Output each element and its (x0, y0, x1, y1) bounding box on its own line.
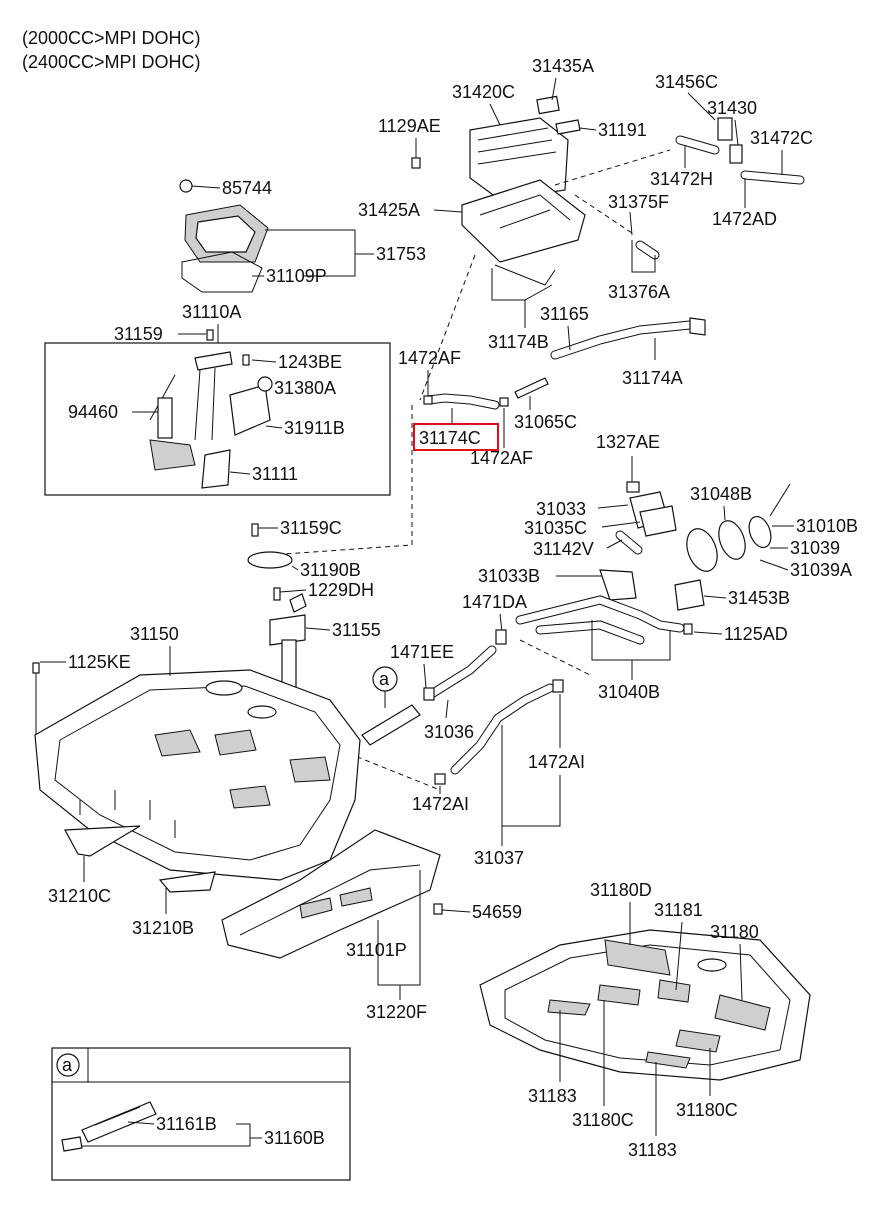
label-1471EE: 1471EE (390, 642, 454, 662)
engine-spec-line-2: (2400CC>MPI DOHC) (22, 52, 201, 72)
highlight-box-31174C (413, 423, 499, 451)
label-31911B: 31911B (284, 418, 345, 438)
label-31111: 31111 (252, 464, 298, 484)
label-31181: 31181 (654, 900, 703, 920)
label-31375F: 31375F (608, 192, 669, 212)
label-31190B: 31190B (300, 560, 361, 580)
filler-hoses: 31165 31174A 1472AF 31065C 31174C 1472AF (269, 304, 706, 556)
label-31472C: 31472C (750, 128, 813, 148)
label-31101P: 31101P (346, 940, 407, 960)
label-31180: 31180 (710, 922, 759, 942)
fuel-pump-module: 85744 31109P 31753 31110A 31159 1243BE 3… (44, 178, 426, 496)
tank-insulators: 31180D 31181 31180 31183 31180C 31180C 3… (479, 880, 811, 1160)
label-31174B: 31174B (488, 332, 549, 352)
label-1471DA: 1471DA (462, 592, 527, 612)
label-31456C: 31456C (655, 72, 718, 92)
label-31210C: 31210C (48, 886, 111, 906)
label-94460: 94460 (68, 402, 118, 422)
label-31183-left: 31183 (528, 1086, 577, 1106)
filler-pipe: a 1471EE 31036 1472AI 1472AI 31037 (339, 629, 591, 868)
label-31472H: 31472H (650, 169, 713, 189)
label-31180C-left: 31180C (572, 1110, 634, 1130)
detail-a-box: a 31161B 31160B (51, 1047, 351, 1181)
label-31753: 31753 (376, 244, 426, 264)
label-31036: 31036 (424, 722, 474, 742)
label-31420C: 31420C (452, 82, 515, 102)
detail-a-marker: a (62, 1055, 73, 1075)
sender-parts: 31159C 31190B 1229DH 31155 (247, 518, 381, 691)
label-54659: 54659 (472, 902, 522, 922)
label-31376A: 31376A (608, 282, 670, 302)
label-31191: 31191 (598, 120, 647, 140)
label-1243BE: 1243BE (278, 352, 342, 372)
label-31033B: 31033B (478, 566, 540, 586)
label-31174C: 31174C (419, 428, 481, 448)
valve-group: 1327AE 31048B 31033 31010B 31035C 31039 … (462, 432, 858, 702)
tank-straps-protector: 31210C 54659 31210B 31101P 31220F (48, 825, 522, 1022)
label-31165: 31165 (540, 304, 589, 324)
label-85744: 85744 (222, 178, 272, 198)
label-31037: 31037 (474, 848, 524, 868)
label-1472AD: 1472AD (712, 209, 777, 229)
label-31033-upper: 31033 (536, 499, 586, 519)
engine-spec-line-1: (2000CC>MPI DOHC) (22, 28, 201, 48)
label-31065C: 31065C (514, 412, 577, 432)
label-31430: 31430 (707, 98, 757, 118)
label-1327AE: 1327AE (596, 432, 660, 452)
label-31109P: 31109P (266, 266, 327, 286)
label-31453B: 31453B (728, 588, 790, 608)
label-31150: 31150 (130, 624, 179, 644)
label-31039: 31039 (790, 538, 840, 558)
label-1125AD: 1125AD (724, 624, 788, 644)
callout-a-marker: a (379, 669, 390, 689)
label-31010B: 31010B (796, 516, 858, 536)
label-31161B: 31161B (156, 1114, 217, 1134)
label-31040B: 31040B (598, 682, 660, 702)
label-31142V: 31142V (533, 539, 594, 559)
label-1472AI-right: 1472AI (528, 752, 585, 772)
label-31159: 31159 (114, 324, 163, 344)
label-31174A: 31174A (622, 368, 683, 388)
label-31048B: 31048B (690, 484, 752, 504)
label-1129AE: 1129AE (378, 116, 441, 136)
label-31159C: 31159C (280, 518, 342, 538)
canister-assembly (411, 95, 805, 401)
label-31183-right: 31183 (628, 1140, 677, 1160)
label-31210B: 31210B (132, 918, 194, 938)
label-31039A: 31039A (790, 560, 852, 580)
label-1472AI-left: 1472AI (412, 794, 469, 814)
label-31035C: 31035C (524, 518, 587, 538)
label-31180C-right: 31180C (676, 1100, 738, 1120)
label-31435A: 31435A (532, 56, 594, 76)
label-31180D: 31180D (590, 880, 652, 900)
label-1472AF-upper: 1472AF (398, 348, 461, 368)
label-1125KE: 1125KE (68, 652, 131, 672)
label-31220F: 31220F (366, 1002, 427, 1022)
label-1472AF-lower: 1472AF (470, 448, 533, 468)
label-31110A: 31110A (182, 302, 241, 322)
label-31425A: 31425A (358, 200, 420, 220)
label-31380A: 31380A (274, 378, 336, 398)
label-1229DH: 1229DH (308, 580, 374, 600)
label-31155: 31155 (332, 620, 381, 640)
canister-labels: 31435A 31420C 31456C 31430 1129AE 31191 … (358, 56, 813, 352)
label-31160B: 31160B (264, 1128, 325, 1148)
